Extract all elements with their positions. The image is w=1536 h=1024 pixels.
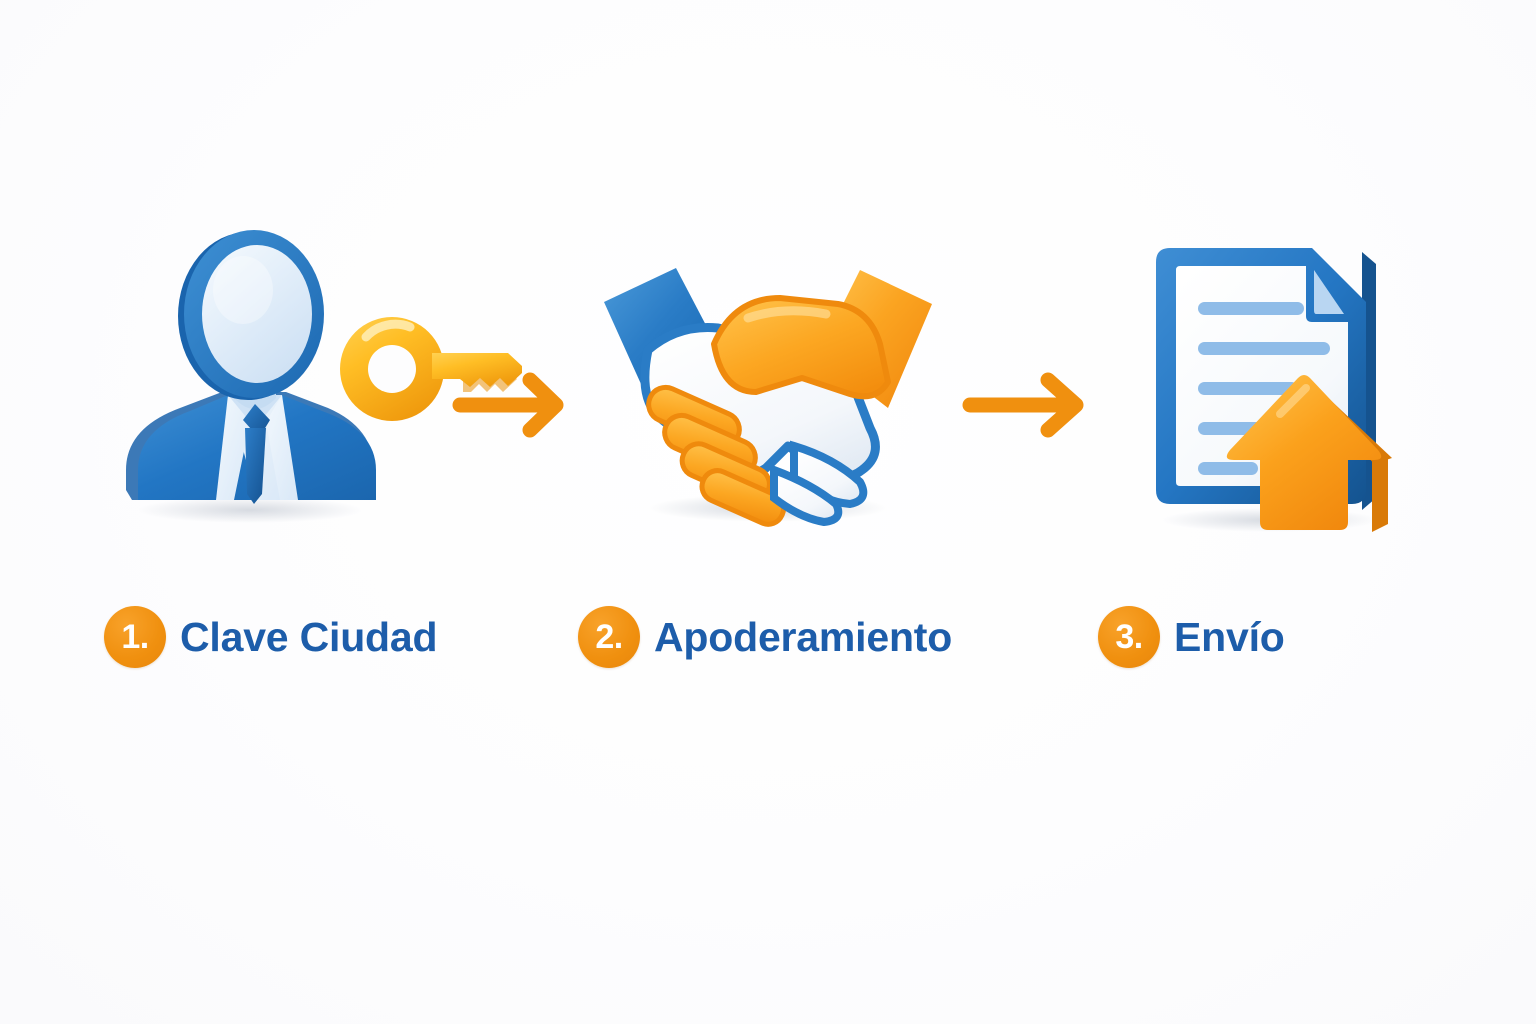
document-line-2	[1198, 342, 1330, 355]
handshake-highlight	[743, 306, 831, 323]
step-label-3[interactable]: 3. Envío	[1098, 592, 1285, 682]
upload-arrow-depth-2	[1372, 454, 1388, 532]
upload-arrow-icon	[1226, 375, 1382, 530]
person-tie	[245, 428, 266, 504]
handshake-orange-fingers	[646, 384, 787, 527]
handshake-orange-hand	[711, 295, 891, 400]
step-label-2[interactable]: 2. Apoderamiento	[578, 592, 952, 682]
person-face	[202, 245, 312, 383]
handshake-white-fingers	[770, 440, 868, 527]
key-bow-hole	[368, 345, 416, 393]
upload-arrow-highlight	[1276, 384, 1310, 418]
person-face-highlight	[213, 256, 273, 324]
person-shadow	[138, 497, 362, 523]
arrow-1	[452, 370, 572, 440]
key-highlight	[361, 319, 415, 342]
handshake-icon	[604, 268, 932, 527]
document-line-1	[1198, 302, 1304, 315]
step-number-badge-3: 3.	[1098, 606, 1160, 668]
step-number-badge-1: 1.	[104, 606, 166, 668]
step-label-text-2: Apoderamiento	[654, 613, 953, 660]
document-line-5	[1198, 462, 1258, 475]
step-label-text-3: Envío	[1174, 613, 1285, 660]
arrow-right-icon	[962, 372, 1084, 438]
step-label-text-1: Clave Ciudad	[180, 613, 438, 660]
arrow-1-head	[522, 372, 564, 438]
arrow-2-head	[1040, 372, 1084, 438]
key-icon	[340, 317, 522, 421]
step-2-icon-group	[588, 232, 948, 542]
step-3-icon-group	[1110, 232, 1430, 542]
step-1-icon-group	[110, 230, 522, 542]
document-text-lines	[1198, 302, 1330, 475]
document-upload-icon	[1156, 248, 1392, 532]
document-line-3	[1198, 382, 1298, 395]
step-label-row: 1. Clave Ciudad 2. Apoderamiento 3. Enví…	[0, 592, 1536, 682]
key-shaft	[432, 353, 522, 387]
icon-row	[0, 230, 1536, 542]
arrow-2	[962, 370, 1092, 440]
businessman-with-key-icon	[126, 230, 522, 523]
step-number-badge-2: 2.	[578, 606, 640, 668]
step-label-1[interactable]: 1. Clave Ciudad	[104, 592, 438, 682]
arrow-right-icon	[452, 372, 564, 438]
person-shirt-right	[266, 395, 298, 500]
document-fold-corner	[1314, 270, 1344, 314]
person-shirt-left	[216, 395, 250, 500]
